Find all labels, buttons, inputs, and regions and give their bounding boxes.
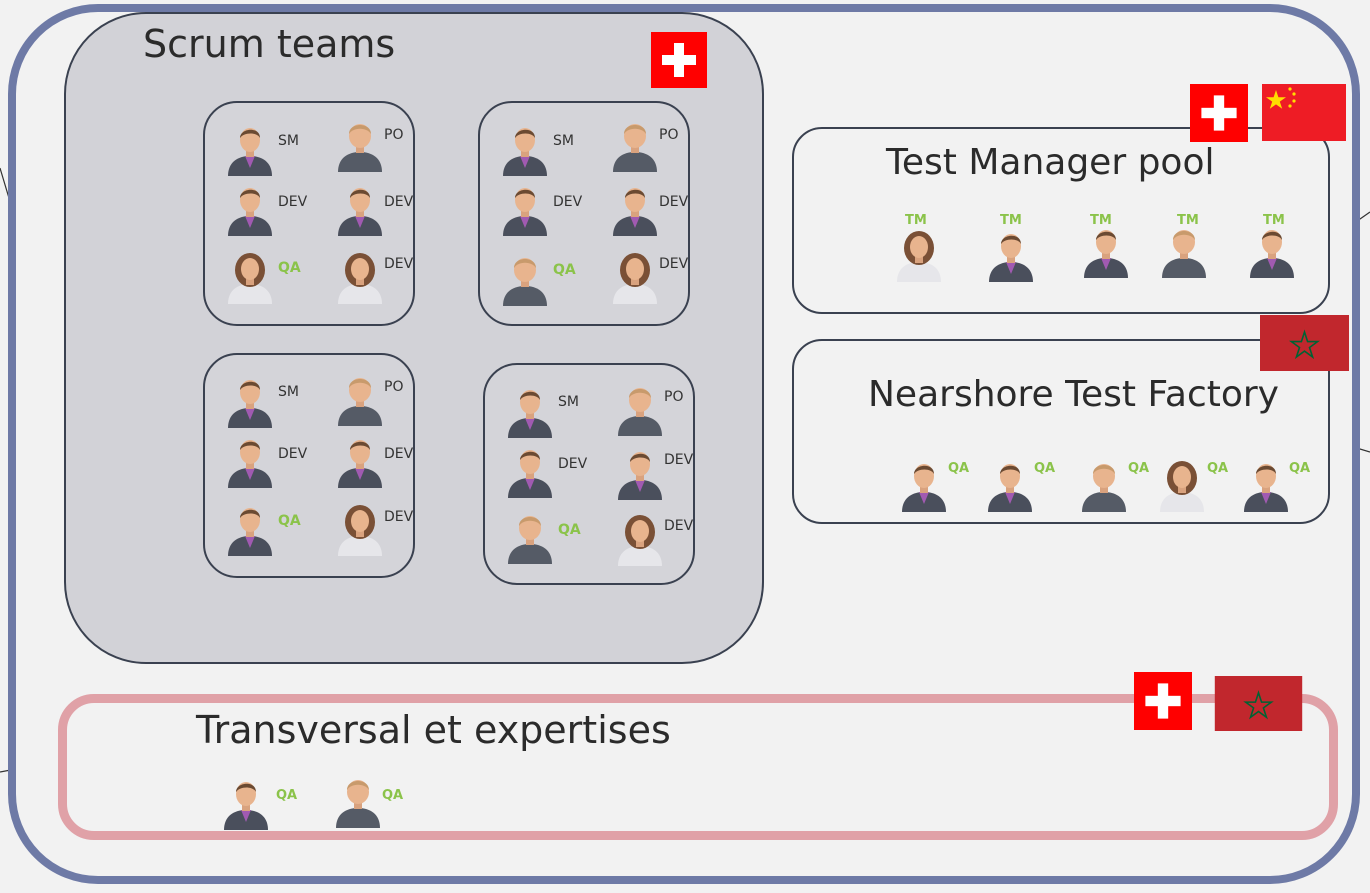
person-avatar-icon [332, 180, 388, 236]
role-label: DEV [659, 194, 689, 210]
tm-label: TM [905, 213, 927, 228]
person-avatar-icon [332, 116, 388, 172]
tm-label: TM [1263, 213, 1285, 228]
person-avatar-icon [332, 370, 388, 426]
role-label: SM [553, 133, 574, 149]
person-avatar-icon [612, 444, 668, 500]
person-avatar-icon [607, 116, 663, 172]
person-avatar-icon [502, 382, 558, 438]
person-avatar-icon [1154, 456, 1210, 512]
person-avatar-icon [218, 774, 274, 830]
role-label: PO [384, 127, 404, 143]
person-avatar-icon [1076, 456, 1132, 512]
person-avatar-icon [982, 456, 1038, 512]
person-avatar-icon [502, 442, 558, 498]
person-avatar-icon [497, 120, 553, 176]
person-avatar-icon [497, 250, 553, 306]
morocco-flag-icon [1214, 676, 1303, 731]
tm-label: TM [1000, 213, 1022, 228]
role-label: SM [278, 384, 299, 400]
qa-label: QA [276, 788, 298, 803]
person-avatar-icon [330, 772, 386, 828]
person-avatar-icon [332, 432, 388, 488]
role-label: PO [659, 127, 679, 143]
role-label: PO [384, 379, 404, 395]
scrum-teams-title: Scrum teams [143, 22, 396, 66]
china-flag-icon [1262, 84, 1346, 141]
person-avatar-icon [332, 248, 388, 304]
qa-label: QA [382, 788, 404, 803]
switzerland-flag-icon [651, 32, 707, 88]
person-avatar-icon [983, 226, 1039, 282]
person-avatar-icon [222, 500, 278, 556]
transversal-expertises-title: Transversal et expertises [196, 708, 671, 752]
role-label: DEV [664, 518, 694, 534]
person-avatar-icon [896, 456, 952, 512]
person-avatar-icon [612, 380, 668, 436]
role-label: DEV [558, 456, 588, 472]
test-manager-pool-title: Test Manager pool [886, 142, 1215, 183]
role-label: SM [278, 133, 299, 149]
role-label: DEV [664, 452, 694, 468]
role-label: DEV [384, 509, 414, 525]
person-avatar-icon [497, 180, 553, 236]
qa-label: QA [1034, 461, 1056, 476]
morocco-flag-icon [1260, 315, 1349, 371]
role-label: DEV [659, 256, 689, 272]
role-label-qa: QA [278, 260, 301, 276]
role-label-qa: QA [278, 513, 301, 529]
role-label: DEV [384, 256, 414, 272]
nearshore-test-factory-box [792, 339, 1330, 524]
person-avatar-icon [891, 226, 947, 282]
role-label-qa: QA [553, 262, 576, 278]
test-manager-pool-box [792, 127, 1330, 314]
person-avatar-icon [222, 432, 278, 488]
person-avatar-icon [222, 372, 278, 428]
person-avatar-icon [502, 508, 558, 564]
person-avatar-icon [1156, 222, 1212, 278]
role-label: DEV [553, 194, 583, 210]
person-avatar-icon [222, 180, 278, 236]
qa-label: QA [948, 461, 970, 476]
role-label: PO [664, 389, 684, 405]
switzerland-flag-icon [1190, 84, 1248, 142]
transversal-expertises-box [58, 694, 1338, 840]
person-avatar-icon [612, 510, 668, 566]
qa-label: QA [1128, 461, 1150, 476]
tm-label: TM [1090, 213, 1112, 228]
role-label-qa: QA [558, 522, 581, 538]
role-label: DEV [384, 446, 414, 462]
person-avatar-icon [222, 248, 278, 304]
person-avatar-icon [607, 180, 663, 236]
role-label: SM [558, 394, 579, 410]
tm-label: TM [1177, 213, 1199, 228]
role-label: DEV [278, 194, 308, 210]
person-avatar-icon [1244, 222, 1300, 278]
qa-label: QA [1207, 461, 1229, 476]
role-label: DEV [384, 194, 414, 210]
role-label: DEV [278, 446, 308, 462]
person-avatar-icon [1078, 222, 1134, 278]
switzerland-flag-icon [1134, 672, 1192, 730]
nearshore-test-factory-title: Nearshore Test Factory [868, 374, 1279, 415]
person-avatar-icon [332, 500, 388, 556]
person-avatar-icon [1238, 456, 1294, 512]
person-avatar-icon [222, 120, 278, 176]
qa-label: QA [1289, 461, 1311, 476]
person-avatar-icon [607, 248, 663, 304]
